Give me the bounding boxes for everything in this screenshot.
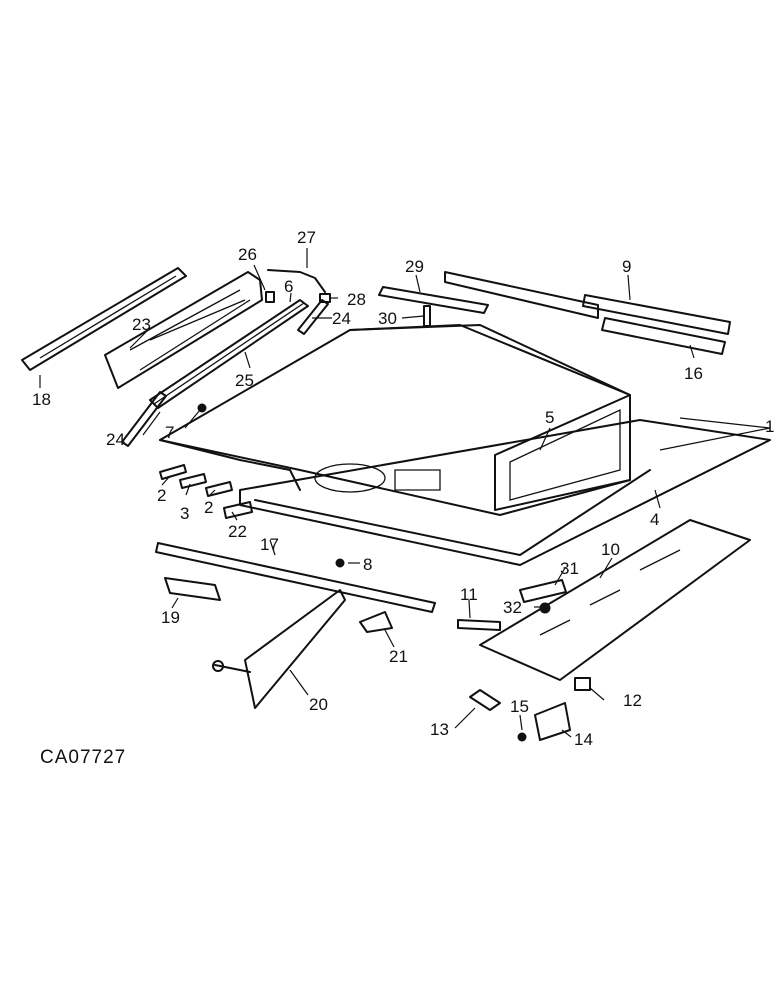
- part-2-pad-right: [205, 481, 233, 497]
- part-15-nut: [517, 732, 527, 742]
- callout-30: 30: [378, 309, 397, 328]
- callout-21: 21: [389, 647, 408, 666]
- callout-11: 11: [460, 585, 478, 604]
- part-20-visor: [212, 589, 346, 709]
- callout-2-right: 2: [204, 498, 213, 517]
- callout-6: 6: [284, 277, 293, 296]
- part-3-pad: [179, 473, 207, 489]
- part-23-panel: [104, 271, 263, 389]
- callout-17: 17: [260, 535, 279, 554]
- callout-7: 7: [165, 423, 174, 442]
- callout-1: 1: [765, 417, 774, 436]
- callout-10: 10: [601, 540, 620, 559]
- part-27-rod: [267, 269, 326, 293]
- part-8-fastener: [335, 558, 345, 568]
- part-24-strip-upper: [297, 299, 329, 335]
- part-11-pad: [457, 619, 501, 631]
- part-24-strip: [121, 391, 167, 447]
- part-22-pad: [223, 501, 253, 519]
- callout-19: 19: [161, 608, 180, 627]
- callout-labels: 1 2 2 3 4 5 6 7 8 9 10 11 12 13 14 15 16…: [32, 228, 774, 749]
- part-25-seal: [149, 299, 309, 409]
- part-9-rail: [444, 271, 599, 319]
- callout-5: 5: [545, 408, 554, 427]
- callout-32: 32: [503, 598, 522, 617]
- part-28-clip: [319, 293, 331, 303]
- part-30-pin: [423, 305, 431, 327]
- callout-16: 16: [684, 364, 703, 383]
- callout-28: 28: [347, 290, 366, 309]
- callout-24-lower: 24: [106, 430, 125, 449]
- callout-15: 15: [510, 697, 529, 716]
- part-32-nut: [539, 602, 551, 614]
- part-16-bar: [601, 317, 726, 355]
- callout-2-left: 2: [157, 486, 166, 505]
- callout-23: 23: [132, 315, 151, 334]
- part-21-clip: [359, 611, 393, 633]
- part-4-base: [239, 419, 771, 566]
- callout-18: 18: [32, 390, 51, 409]
- part-19-bracket: [164, 577, 221, 601]
- callout-14: 14: [574, 730, 593, 749]
- callout-25: 25: [235, 371, 254, 390]
- callout-27: 27: [297, 228, 316, 247]
- callout-8: 8: [363, 555, 372, 574]
- part-29-bar: [378, 286, 489, 314]
- part-14-connector: [534, 702, 571, 741]
- callout-9: 9: [622, 257, 631, 276]
- callout-12: 12: [623, 691, 642, 710]
- callout-4: 4: [650, 510, 659, 529]
- callout-26: 26: [238, 245, 257, 264]
- callout-22: 22: [228, 522, 247, 541]
- part-31-latch: [519, 579, 567, 603]
- part-12-block: [574, 677, 591, 691]
- callout-3: 3: [180, 504, 189, 523]
- part-13-bracket: [469, 689, 501, 711]
- callout-31: 31: [560, 559, 579, 578]
- callout-24-upper: 24: [332, 309, 351, 328]
- leader-lines: [39, 248, 771, 738]
- callout-29: 29: [405, 257, 424, 276]
- part-18-rail: [21, 267, 187, 371]
- part-17-strip: [155, 542, 436, 613]
- part-9-bar: [582, 294, 731, 335]
- callout-20: 20: [309, 695, 328, 714]
- part-2-pad-left: [159, 464, 187, 480]
- part-10-pan: [479, 519, 751, 681]
- callout-13: 13: [430, 720, 449, 739]
- part-26-clip: [265, 291, 275, 303]
- drawing-code: CA07727: [40, 747, 126, 768]
